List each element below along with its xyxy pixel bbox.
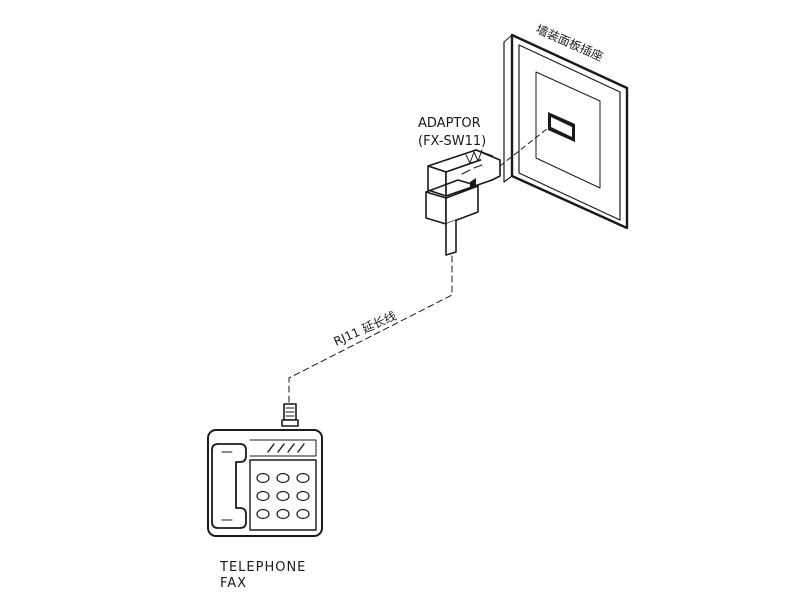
- telephone-fax-device: [207, 429, 323, 537]
- rj11-plug: [281, 403, 299, 427]
- wall-plate-label: 墙装面板插座: [534, 21, 606, 64]
- adaptor-name-label: ADAPTOR: [418, 116, 481, 131]
- adaptor-device: [425, 149, 501, 256]
- insertion-guide-line: [499, 127, 549, 167]
- adaptor-model-label: (FX-SW11): [418, 134, 486, 149]
- wall-plate-socket: [503, 33, 629, 230]
- rj11-cable-line: [288, 255, 453, 405]
- cable-label: RJ11 延长线: [332, 309, 399, 349]
- device-label-telephone: TELEPHONE: [219, 560, 306, 575]
- device-label-fax: FAX: [220, 576, 247, 591]
- keypad-buttons: [256, 472, 310, 520]
